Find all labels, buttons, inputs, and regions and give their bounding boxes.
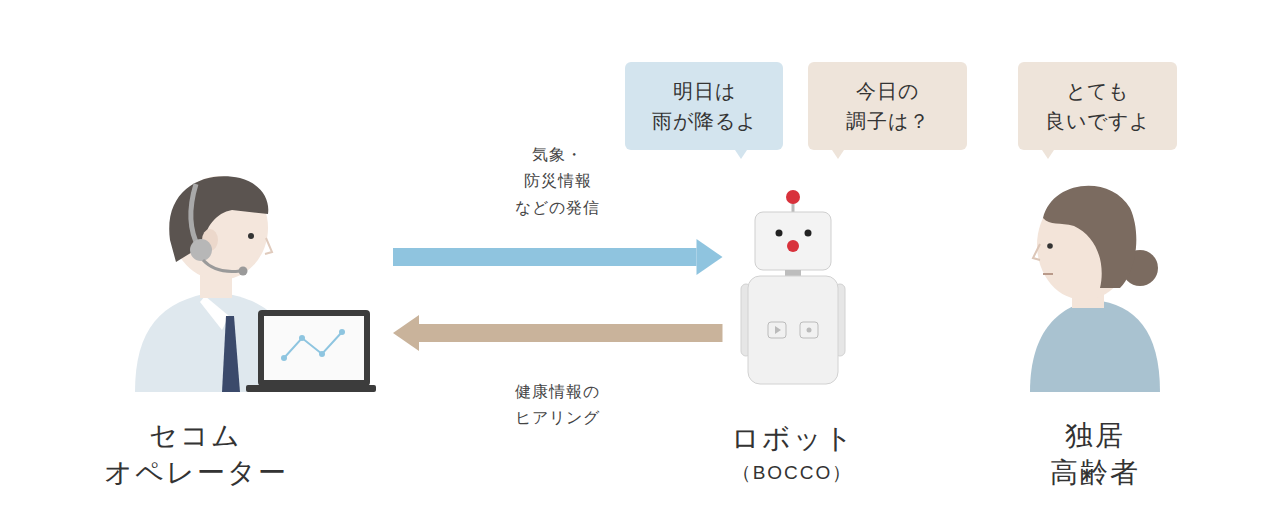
laptop-base xyxy=(246,385,376,392)
laptop-screen xyxy=(258,310,370,386)
bubble-tail xyxy=(735,150,747,159)
operator-nose xyxy=(265,238,272,254)
headset-mic xyxy=(239,267,248,276)
arrow-shaft xyxy=(419,324,723,342)
figure-label: セコム オペレーター xyxy=(100,170,385,495)
operator-tie xyxy=(222,316,240,392)
woman-figure xyxy=(1030,186,1160,392)
bubble-tail xyxy=(1042,150,1054,159)
woman-body xyxy=(1030,300,1160,392)
robot-eye xyxy=(805,230,812,237)
operator-eye xyxy=(248,233,254,239)
arrowhead xyxy=(697,239,723,275)
headset-earpiece xyxy=(190,239,212,261)
woman-nose xyxy=(1033,244,1040,260)
robot-nose xyxy=(787,240,799,252)
arrowhead xyxy=(393,315,419,351)
robot-button-icon xyxy=(807,328,812,333)
robot-head xyxy=(755,212,831,270)
figure-caption: （BOCCO） xyxy=(732,461,854,486)
chart-dot xyxy=(299,335,305,341)
robot-button-icon xyxy=(775,326,781,334)
headset-mic-arm xyxy=(203,260,240,272)
robot-antenna-ball xyxy=(786,190,800,204)
arrow-shaft xyxy=(393,248,697,266)
speech-bubble: 明日は 雨が降るよ xyxy=(625,62,783,150)
woman-eye xyxy=(1047,243,1053,249)
laptop-display xyxy=(264,316,364,380)
arrow-label: 気象・防災情報 などの発信 xyxy=(511,142,604,221)
arrow-label: 健康情報の ヒアリング xyxy=(511,379,604,432)
woman-hair xyxy=(1043,186,1136,288)
operator-collar xyxy=(200,296,229,330)
robot-button xyxy=(768,322,786,338)
figure-caption: 独居 高齢者 xyxy=(1050,418,1140,491)
figure-label: ロボット （BOCCO） xyxy=(731,185,855,490)
robot-button xyxy=(800,322,818,338)
flow-arrow xyxy=(393,315,723,351)
robot-body xyxy=(748,276,838,384)
chart-dot xyxy=(319,351,325,357)
speech-text: 今日の 調子は？ xyxy=(846,76,930,136)
headset-band xyxy=(191,184,199,248)
operator-hair xyxy=(169,176,268,262)
speech-bubble: とても 良いですよ xyxy=(1018,62,1177,150)
flow-arrow xyxy=(393,239,723,275)
figure-caption: ロボット xyxy=(731,421,855,457)
robot-neck xyxy=(785,270,801,276)
laptop-chart xyxy=(284,332,342,358)
figure-caption: セコム オペレーター xyxy=(104,418,288,491)
operator-figure xyxy=(135,176,376,392)
speech-bubble: 今日の 調子は？ xyxy=(808,62,967,150)
chart-dot xyxy=(281,355,287,361)
robot-eye xyxy=(776,230,783,237)
bubble-tail xyxy=(832,150,844,159)
speech-text: とても 良いですよ xyxy=(1045,76,1150,136)
chart-dot xyxy=(339,329,345,335)
figure-label: 独居 高齢者 xyxy=(1020,180,1170,495)
woman-mouth xyxy=(1043,273,1053,275)
speech-text: 明日は 雨が降るよ xyxy=(652,76,757,136)
robot-figure xyxy=(741,190,845,384)
